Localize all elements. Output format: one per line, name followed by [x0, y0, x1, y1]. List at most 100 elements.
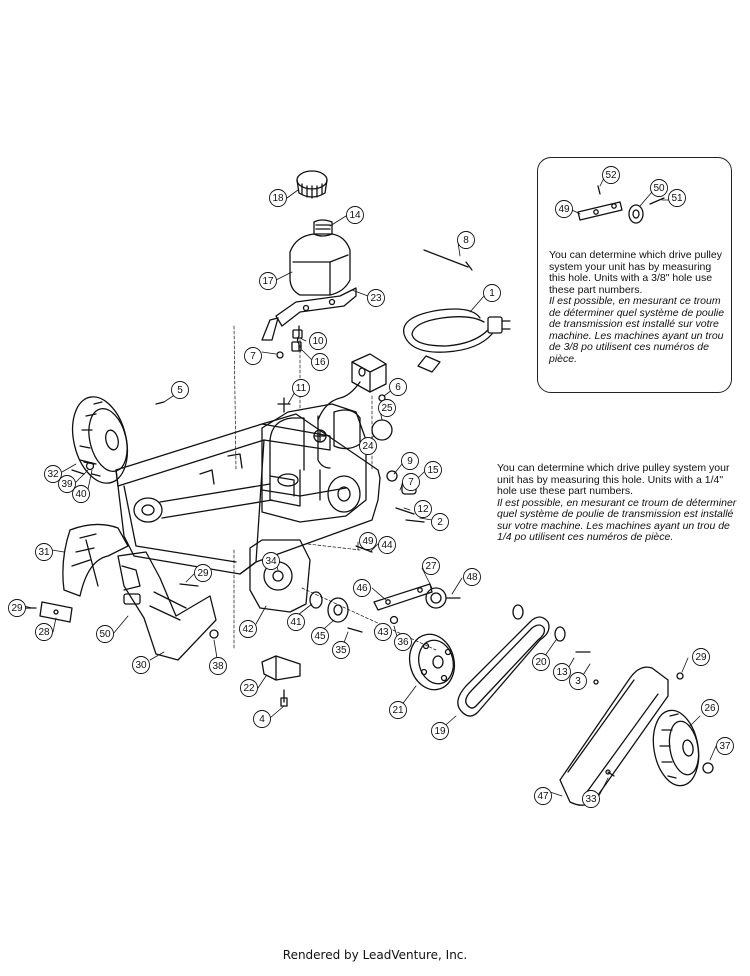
callout-circle-50	[96, 625, 114, 643]
callout-circle-22	[240, 679, 258, 697]
callout-circle-31	[35, 543, 53, 561]
part-number-22: 22	[243, 683, 255, 694]
part-number-48: 48	[466, 572, 478, 583]
part-number-49: 49	[362, 536, 374, 547]
part-number-31: 31	[38, 547, 50, 558]
part-number-42: 42	[242, 624, 254, 635]
right-wheel	[652, 709, 700, 787]
callout-circle-35	[332, 641, 350, 659]
callout-circle-8	[457, 231, 475, 249]
callout-circle-47	[534, 787, 552, 805]
callout-circle-32	[44, 465, 62, 483]
callout-circle-49	[359, 532, 377, 550]
callout-circle-30	[132, 656, 150, 674]
part-number-51: 51	[671, 193, 683, 204]
part-number-36: 36	[397, 637, 409, 648]
part-number-20: 20	[535, 657, 547, 668]
callout-circle-5	[171, 381, 189, 399]
callout-circle-6	[389, 378, 407, 396]
part-number-14: 14	[349, 210, 361, 221]
inset-note-english: You can determine which drive pulley sys…	[549, 249, 722, 296]
callout-circle-12	[414, 500, 432, 518]
callout-circle-18	[269, 189, 287, 207]
part-number-28: 28	[38, 627, 50, 638]
callout-circle-16	[311, 353, 329, 371]
callout-circle-44	[378, 536, 396, 554]
part-number-3: 3	[575, 676, 581, 687]
part-number-13: 13	[556, 667, 568, 678]
inset-note: You can determine which drive pulley sys…	[549, 249, 727, 365]
part-number-1: 1	[489, 288, 495, 299]
part-number-44: 44	[381, 540, 393, 551]
callout-circle-25	[378, 399, 396, 417]
part-number-34: 34	[265, 556, 277, 567]
callout-circle-13	[553, 663, 571, 681]
callout-circle-3	[569, 672, 587, 690]
callout-circle-29	[194, 564, 212, 582]
callout-circle-20	[532, 653, 550, 671]
callout-circle-24	[359, 437, 377, 455]
part-number-29: 29	[197, 568, 209, 579]
part-number-41: 41	[290, 617, 302, 628]
callout-circle-40	[72, 485, 90, 503]
callout-circle-27	[422, 557, 440, 575]
callout-circle-15	[424, 461, 442, 479]
callout-circle-50	[650, 179, 668, 197]
callout-circle-23	[367, 289, 385, 307]
rod	[423, 249, 473, 271]
part-number-39: 39	[61, 479, 73, 490]
part-number-4: 4	[259, 714, 265, 725]
part-number-23: 23	[370, 293, 382, 304]
callout-circle-4	[253, 710, 271, 728]
part-number-49: 49	[558, 204, 570, 215]
main-note: You can determine which drive pulley sys…	[497, 462, 737, 544]
auger-paddle	[117, 551, 217, 661]
part-number-24: 24	[362, 441, 374, 452]
part-number-50: 50	[653, 183, 665, 194]
part-number-32: 32	[47, 469, 59, 480]
callout-circle-17	[259, 272, 277, 290]
auger-housing	[115, 413, 381, 575]
callout-circle-46	[353, 579, 371, 597]
fuel-cap	[296, 170, 328, 199]
part-number-45: 45	[314, 631, 326, 642]
idler-bracket	[261, 655, 301, 707]
callout-circle-2	[431, 513, 449, 531]
callout-circle-38	[209, 657, 227, 675]
callout-circle-39	[58, 475, 76, 493]
drive-belt	[457, 616, 550, 717]
connection-lines	[233, 325, 437, 651]
callout-circle-9	[401, 452, 419, 470]
engine	[261, 403, 367, 523]
part-number-27: 27	[425, 561, 437, 572]
part-number-18: 18	[272, 193, 284, 204]
shear-plate	[39, 601, 73, 623]
callout-circle-42	[239, 620, 257, 638]
part-number-26: 26	[704, 703, 716, 714]
part-number-29: 29	[11, 603, 23, 614]
starter-switch-box	[317, 353, 387, 421]
part-number-7: 7	[408, 477, 414, 488]
electric-start-cord	[403, 308, 511, 373]
tank-bracket	[261, 287, 357, 341]
part-number-37: 37	[719, 741, 731, 752]
callout-circle-10	[309, 332, 327, 350]
callout-circle-28	[35, 623, 53, 641]
part-number-7: 7	[250, 351, 256, 362]
part-number-17: 17	[262, 276, 274, 287]
part-number-19: 19	[434, 726, 446, 737]
chute-deflector	[62, 523, 129, 597]
part-number-30: 30	[135, 660, 147, 671]
belt-cover	[559, 666, 669, 806]
part-number-16: 16	[314, 357, 326, 368]
part-number-11: 11	[296, 383, 307, 394]
part-number-2: 2	[437, 517, 443, 528]
callout-circle-26	[701, 699, 719, 717]
part-number-40: 40	[75, 489, 87, 500]
footer-credit: Rendered by LeadVenture, Inc.	[282, 948, 468, 962]
part-number-25: 25	[381, 403, 393, 414]
inset-panel	[537, 157, 732, 393]
